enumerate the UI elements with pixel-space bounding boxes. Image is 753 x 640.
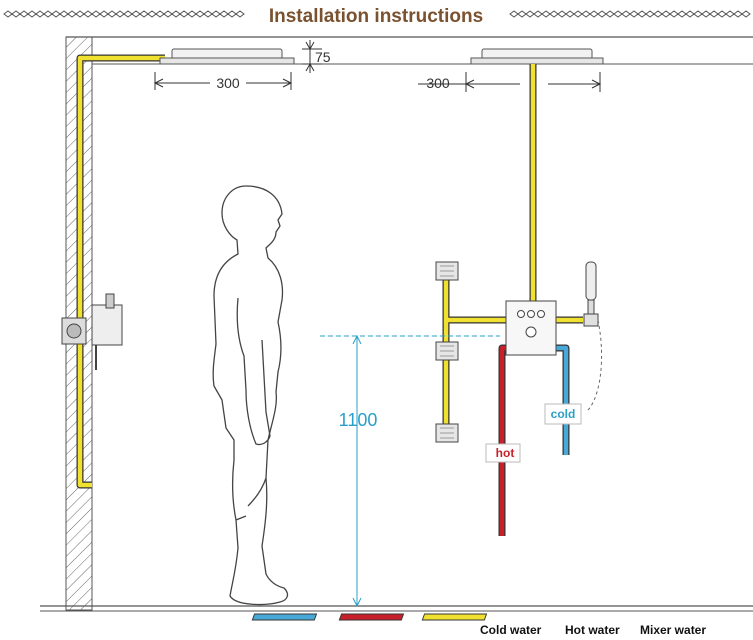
legend-item-mixer-water: Mixer water — [421, 613, 706, 637]
decor-chain-right — [509, 10, 751, 18]
temperature-dial — [525, 326, 537, 338]
dim-valve-height-value: 1100 — [339, 410, 378, 430]
left-mixer-pipe — [76, 54, 165, 489]
left-shower-head — [159, 48, 295, 65]
dim-ceiling-value: 75 — [315, 49, 331, 65]
legend: Cold water Hot water Mixer water — [251, 613, 706, 637]
dim-right-300: 300 — [418, 72, 602, 92]
cold-label: cold — [544, 403, 582, 425]
dim-right-value: 300 — [426, 75, 450, 91]
right-shower-head — [470, 48, 604, 65]
dim-left-value: 300 — [216, 75, 240, 91]
human-figure — [212, 185, 289, 606]
floor — [40, 605, 753, 612]
left-wall-valve — [61, 293, 123, 370]
legend-label-hot-water: Hot water — [565, 623, 620, 637]
right-mixer-pipes — [442, 64, 583, 430]
decor-chain-left — [3, 10, 245, 18]
legend-item-hot-water: Hot water — [338, 613, 620, 637]
mixer-control-panel — [505, 300, 557, 356]
legend-item-cold-water: Cold water — [251, 613, 542, 637]
page-title: Installation instructions — [269, 6, 483, 27]
control-knob-3 — [537, 310, 545, 318]
dim-valve-height: 1100 — [320, 334, 500, 608]
legend-label-mixer-water: Mixer water — [640, 623, 706, 637]
control-knob-2 — [527, 310, 535, 318]
body-jet-top — [435, 261, 459, 281]
svg-text:hot: hot — [496, 446, 515, 460]
dim-ceiling-75: 75 — [302, 40, 331, 73]
title-bar: Installation instructions — [3, 6, 751, 27]
hot-label: hot — [485, 443, 521, 463]
dim-left-300: 300 — [153, 72, 293, 91]
svg-text:cold: cold — [551, 407, 576, 421]
body-jet-middle — [435, 341, 459, 361]
body-jet-bottom — [435, 423, 459, 443]
legend-label-cold-water: Cold water — [480, 623, 542, 637]
hand-shower — [583, 261, 603, 413]
control-knob-1 — [517, 310, 525, 318]
